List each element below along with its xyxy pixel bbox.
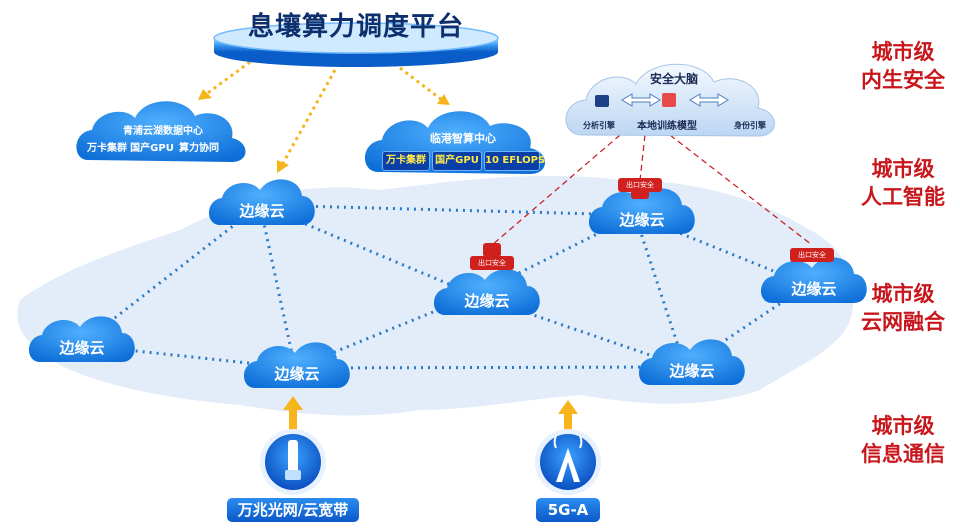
edge-cloud-shape (243, 342, 350, 388)
arrowhead (198, 89, 212, 100)
qingpu-tag: 万卡集群 (87, 143, 127, 154)
security-links (491, 134, 813, 246)
edge-clouds (28, 179, 867, 388)
level-label-communication: 城市级 信息通信 (850, 412, 956, 468)
exit-security-label: 出口安全 (618, 178, 662, 192)
edge-cloud-label: 边缘云 (274, 365, 320, 383)
security-brain-cloud (565, 63, 775, 137)
access-arrow-shaft (289, 408, 297, 436)
arrowheads (198, 89, 450, 173)
5g-access-label: 5G-A (536, 498, 600, 522)
level-line2: 信息通信 (861, 442, 945, 466)
edge-cloud-shape (433, 269, 540, 315)
arrow-line (280, 69, 337, 166)
edge-cloud-shape (760, 257, 867, 303)
bidirectional-arrow-icon (621, 93, 661, 107)
security-brain-left-label: 分析引擎 (583, 121, 615, 130)
platform-title: 息壤算力调度平台 (247, 12, 464, 42)
edge-cloud-label: 边缘云 (59, 339, 105, 357)
edge-cloud-label: 边缘云 (464, 292, 510, 310)
level-line1: 城市级 (871, 40, 935, 64)
arrowhead (437, 94, 450, 105)
link (633, 214, 687, 368)
edge-cloud-label: 边缘云 (791, 280, 837, 298)
security-link (491, 134, 621, 246)
lingang-tag: 国产GPU (432, 151, 482, 171)
arrowhead (277, 160, 289, 173)
level-label-ai: 城市级 人工智能 (850, 155, 956, 211)
access-arrows (283, 396, 578, 438)
platform-disk (213, 22, 499, 67)
access-arrowhead (558, 400, 578, 414)
edge-cloud-label: 边缘云 (619, 211, 665, 229)
security-brain-right-label: 身份引擎 (734, 121, 766, 130)
level-line1: 城市级 (871, 157, 935, 181)
arrow-line (204, 60, 251, 97)
level-line2: 内生安全 (861, 68, 945, 92)
access-arrow-shaft (564, 412, 572, 438)
edge-cloud-label: 边缘云 (669, 362, 715, 380)
fiber-access-label: 万兆光网/云宽带 (227, 498, 359, 522)
database-icon (483, 243, 501, 257)
level-line1: 城市级 (871, 282, 935, 306)
security-brain-title: 安全大脑 (650, 72, 699, 86)
platform-arrows (204, 60, 443, 166)
qingpu-tag: 国产GPU (130, 143, 174, 154)
edge-cloud-label: 边缘云 (239, 202, 285, 220)
security-link (639, 134, 646, 181)
edge-cloud-shape (638, 339, 745, 385)
model-icon (662, 93, 676, 107)
level-label-cloud-network: 城市级 云网融合 (850, 280, 956, 336)
edge-cloud-shape (28, 316, 135, 362)
qingpu-tag: 算力协同 (179, 143, 219, 154)
analysis-engine-icon (595, 95, 609, 107)
level-line2: 云网融合 (861, 310, 945, 334)
bidirectional-arrow-icon (689, 93, 729, 107)
city-map-silhouette (17, 175, 854, 416)
exit-security-label: 出口安全 (470, 256, 514, 270)
exit-security-label: 出口安全 (790, 248, 834, 262)
arrow-line (399, 66, 443, 102)
access-arrowhead (283, 396, 303, 410)
level-label-security: 城市级 内生安全 (850, 38, 956, 94)
lingang-tag: 10 EFLOPS (484, 151, 545, 171)
cell-tower-icon (535, 429, 601, 495)
qingpu-dc-cloud (76, 101, 246, 162)
level-line1: 城市级 (871, 414, 935, 438)
edge-cloud-shape (208, 179, 315, 225)
fiber-optic-icon (260, 429, 326, 495)
qingpu-dc-name: 青浦云湖数据中心 (123, 126, 203, 137)
edge-cloud-shape (588, 188, 695, 234)
level-line2: 人工智能 (861, 185, 945, 209)
lingang-dc-name: 临港智算中心 (430, 132, 496, 145)
lingang-tag: 万卡集群 (382, 151, 430, 171)
security-brain-center-label: 本地训练模型 (637, 121, 697, 132)
